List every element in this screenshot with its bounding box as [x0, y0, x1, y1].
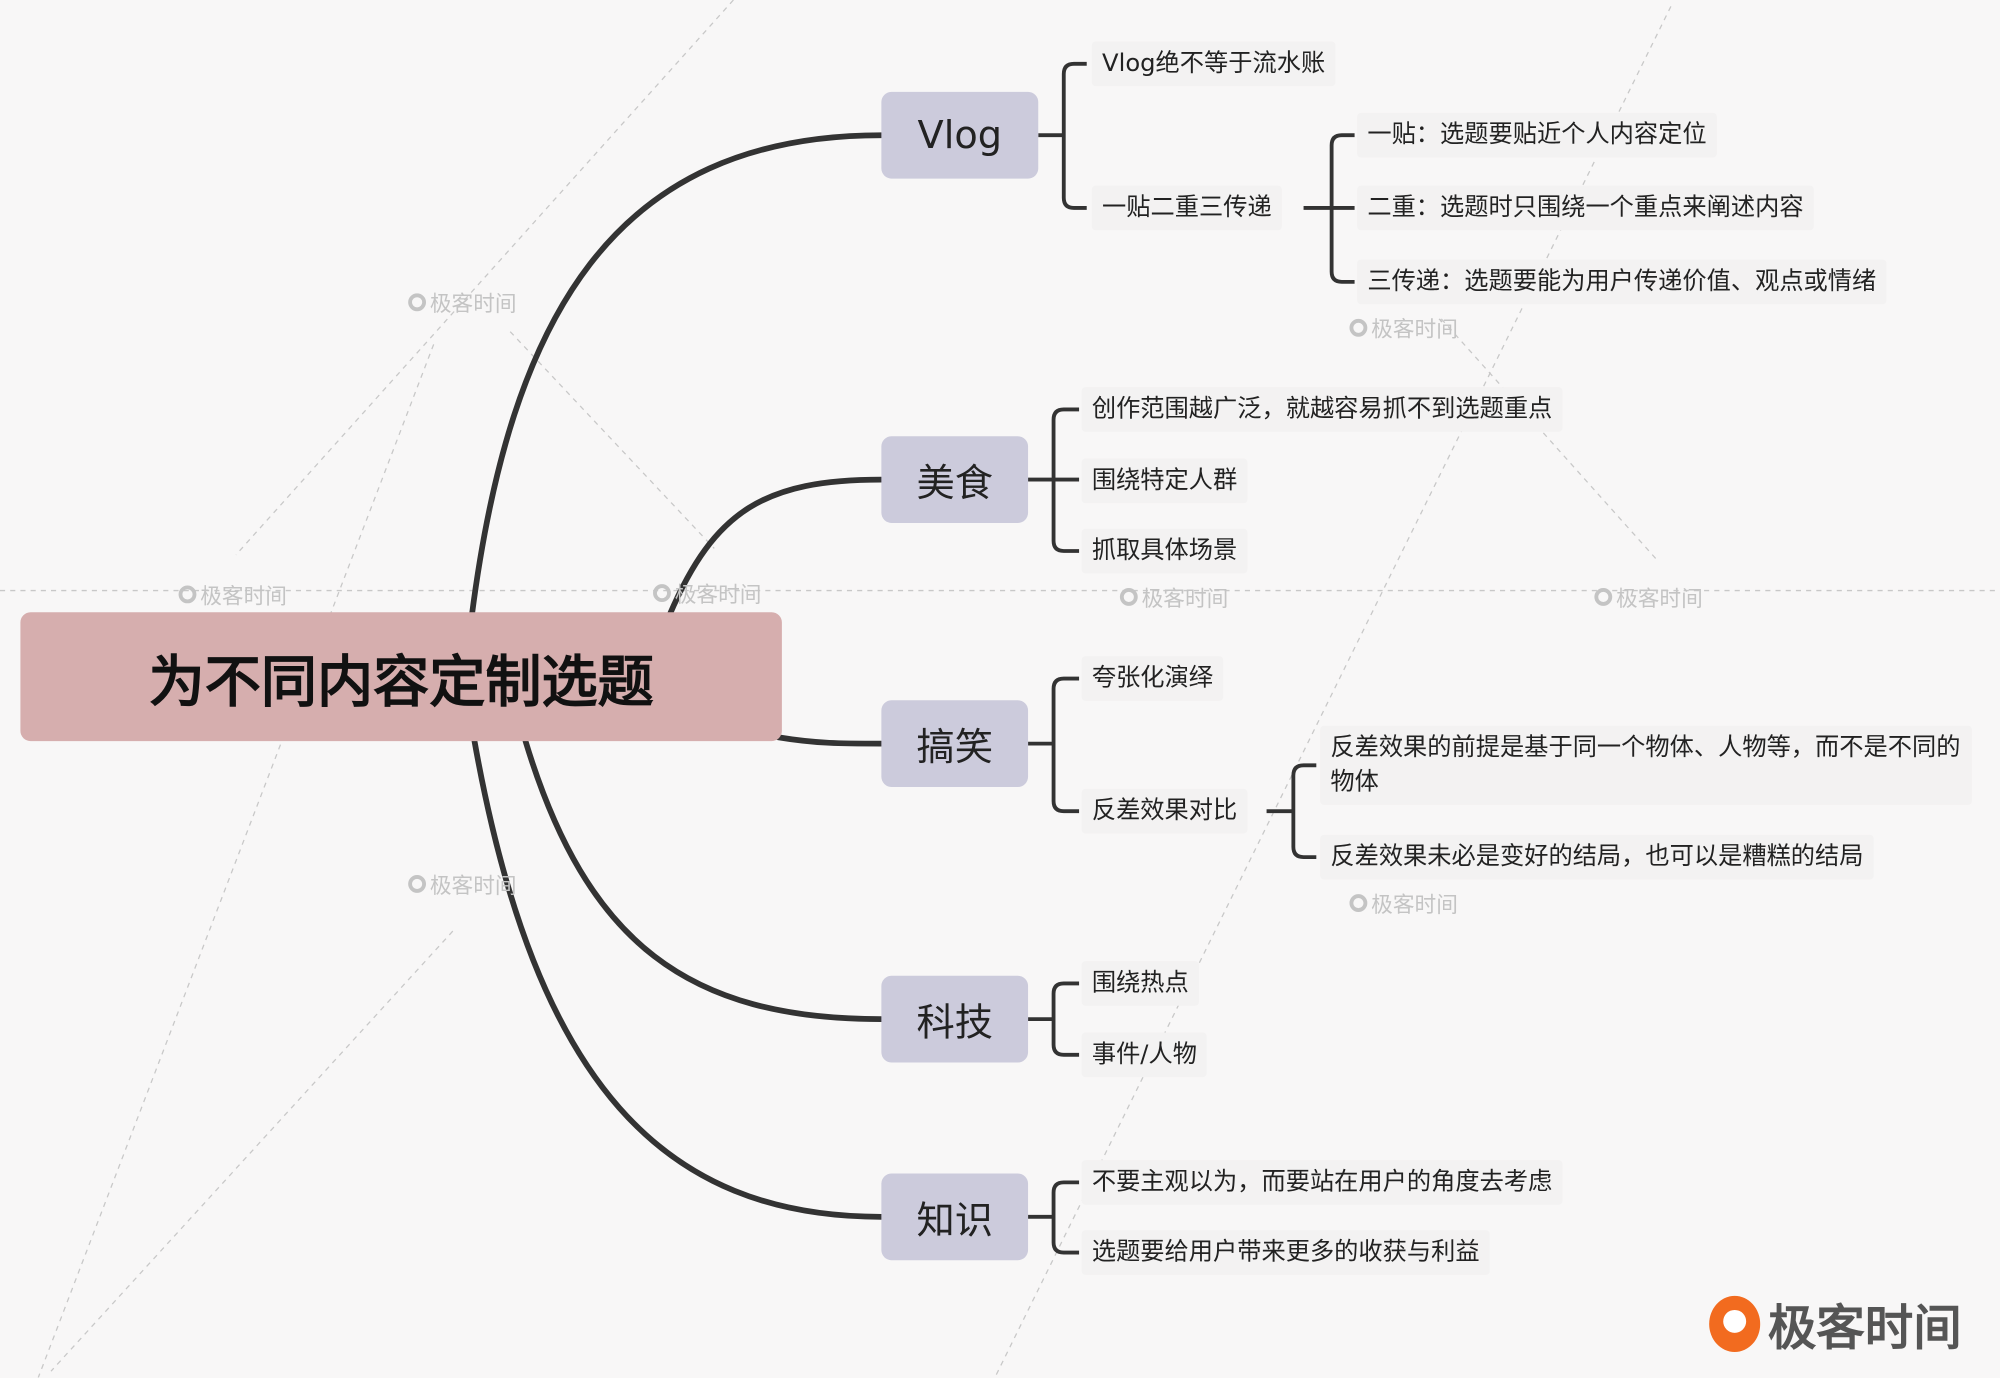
- watermark: 极客时间: [1349, 311, 1458, 344]
- leaf-node[interactable]: 一贴：选题要贴近个人内容定位: [1357, 112, 1717, 158]
- leaf-node[interactable]: 三传递：选题要能为用户传递价值、观点或情绪: [1357, 259, 1887, 305]
- leaf-node[interactable]: 夸张化演绎: [1081, 656, 1224, 701]
- leaf-node[interactable]: 一贴二重三传递: [1091, 185, 1282, 231]
- bracket-food: [1028, 407, 1080, 553]
- branch-label: Vlog: [917, 112, 1003, 158]
- edge-tech: [522, 738, 885, 1022]
- logo-icon: [1349, 893, 1368, 912]
- root-node[interactable]: 为不同内容定制选题: [20, 612, 782, 742]
- logo-text: 极客时间: [1767, 1299, 1962, 1356]
- leaf-node[interactable]: 抓取具体场景: [1081, 528, 1248, 574]
- leaf-node[interactable]: 事件/人物: [1081, 1032, 1208, 1078]
- watermark-text: 极客时间: [429, 292, 517, 318]
- watermark: 极客时间: [653, 577, 762, 609]
- bracket-vlog: [1038, 61, 1087, 210]
- logo-icon: [1709, 1295, 1761, 1352]
- edge-knowledge: [471, 738, 885, 1220]
- bracket-knowledge: [1028, 1180, 1080, 1255]
- watermark: 极客时间: [1349, 886, 1458, 919]
- logo-icon: [408, 292, 427, 311]
- branch-tech[interactable]: 科技: [881, 975, 1029, 1063]
- branch-label: 知识: [916, 1198, 993, 1244]
- leaf-node[interactable]: Vlog绝不等于流水账: [1091, 41, 1336, 87]
- edge-vlog: [469, 132, 885, 618]
- leaf-node[interactable]: 创作范围越广泛，就越容易抓不到选题重点: [1081, 387, 1563, 432]
- leaf-node[interactable]: 二重：选题时只围绕一个重点来阐述内容: [1357, 185, 1814, 231]
- logo-icon: [1349, 318, 1368, 337]
- watermark-text: 极客时间: [1141, 586, 1229, 613]
- leaf-node[interactable]: 反差效果未必是变好的结局，也可以是糟糕的结局: [1320, 834, 1874, 880]
- logo-icon: [1119, 587, 1138, 606]
- watermark: 极客时间: [408, 867, 517, 900]
- brand-logo: 极客时间: [1709, 1288, 1962, 1358]
- logo-icon: [408, 874, 427, 893]
- logo-icon: [178, 584, 197, 603]
- edge-food: [666, 476, 885, 618]
- bracket-funny: [1028, 676, 1080, 814]
- leaf-node[interactable]: 选题要给用户带来更多的收获与利益: [1081, 1230, 1490, 1275]
- watermark-text: 极客时间: [429, 873, 517, 900]
- root-label: 为不同内容定制选题: [148, 649, 654, 715]
- branch-funny[interactable]: 搞笑: [881, 700, 1029, 787]
- branch-food[interactable]: 美食: [881, 436, 1029, 523]
- watermark-text: 极客时间: [200, 584, 287, 610]
- leaf-node[interactable]: 围绕热点: [1081, 961, 1199, 1006]
- branch-label: 美食: [916, 461, 993, 507]
- leaf-node[interactable]: 反差效果对比: [1081, 788, 1248, 834]
- leaf-node[interactable]: 反差效果的前提是基于同一个物体、人物等，而不是不同的物体: [1320, 725, 1972, 805]
- logo-icon: [653, 583, 671, 602]
- watermark: 极客时间: [1119, 580, 1229, 613]
- watermark: 极客时间: [178, 578, 287, 610]
- bracket-funny-sub: [1266, 763, 1317, 860]
- watermark-text: 极客时间: [1616, 586, 1703, 613]
- leaf-node[interactable]: 不要主观以为，而要站在用户的角度去考虑: [1081, 1160, 1563, 1205]
- leaf-node[interactable]: 围绕特定人群: [1081, 458, 1248, 504]
- watermark: 极客时间: [1594, 580, 1703, 613]
- watermark: 极客时间: [408, 286, 517, 318]
- edge-funny: [775, 734, 885, 747]
- branch-label: 搞笑: [916, 725, 993, 771]
- watermark-text: 极客时间: [674, 582, 762, 609]
- branch-label: 科技: [916, 1001, 993, 1046]
- logo-icon: [1594, 587, 1613, 606]
- watermark-text: 极客时间: [1371, 317, 1458, 344]
- branch-vlog[interactable]: Vlog: [881, 91, 1039, 179]
- watermark-text: 极客时间: [1371, 892, 1458, 919]
- bracket-vlog-sub: [1303, 133, 1355, 284]
- branch-knowledge[interactable]: 知识: [881, 1173, 1029, 1261]
- bracket-tech: [1028, 981, 1080, 1057]
